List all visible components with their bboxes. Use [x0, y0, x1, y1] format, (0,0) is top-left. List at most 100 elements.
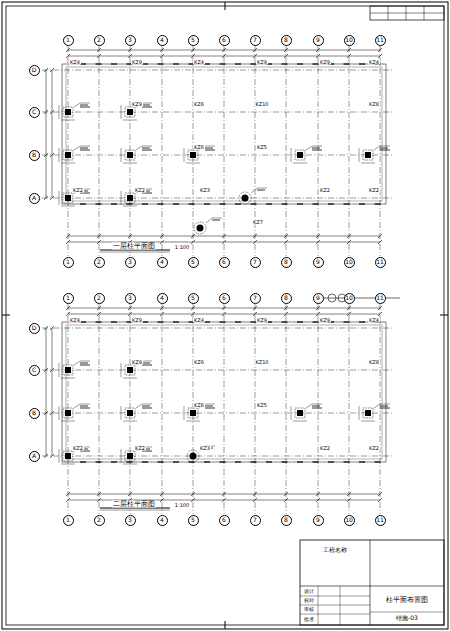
axis-number: 1	[66, 37, 70, 43]
axis-bubble: 8	[281, 35, 292, 46]
axis-bubble: 9	[313, 257, 324, 268]
axis-bubble: 1	[63, 293, 74, 304]
axis-number: 10	[345, 517, 353, 523]
axis-bubble: 10	[344, 257, 355, 268]
axis-bubble: A	[29, 451, 40, 462]
axis-bubble: 4	[157, 293, 168, 304]
plan-title: 一层柱平面图	[112, 243, 156, 250]
axis-bubble: 9	[313, 35, 324, 46]
axis-bubble: 2	[94, 515, 105, 526]
axis-bubble: 5	[188, 35, 199, 46]
axis-number: A	[32, 195, 36, 201]
axis-bubble: C	[29, 365, 40, 376]
axis-number: 4	[160, 259, 164, 265]
axis-bubble: 7	[250, 257, 261, 268]
axis-bubble: 5	[188, 257, 199, 268]
column-tag: KZ2	[72, 188, 84, 193]
column-tag: KZ3	[199, 446, 211, 451]
drawing-name: 柱平面布置图	[385, 597, 429, 604]
axis-number: 8	[284, 295, 288, 301]
column-tag: KZ10	[254, 102, 269, 107]
axis-bubble: 9	[313, 293, 324, 304]
axis-bubble: 2	[94, 257, 105, 268]
column-tag: KZ6	[193, 360, 205, 365]
column-tag: KZ8	[368, 102, 380, 107]
axis-bubble: 6	[219, 257, 230, 268]
column-tag: KZ2	[134, 188, 146, 193]
axis-number: B	[32, 152, 36, 158]
axis-bubble: B	[29, 150, 40, 161]
title-block-text: 批准	[303, 617, 315, 622]
column-tag: KZ6	[193, 403, 205, 408]
axis-bubble: 8	[281, 257, 292, 268]
column-tag: KZ4	[368, 318, 380, 323]
column-tag: KZ8	[368, 360, 380, 365]
axis-number: 1	[66, 259, 70, 265]
axis-bubble: 7	[250, 35, 261, 46]
axis-bubble: 6	[219, 515, 230, 526]
axis-number: 11	[376, 259, 384, 265]
axis-bubble: 5	[188, 515, 199, 526]
column-tag: KZ4	[193, 318, 205, 323]
column-tag: KZ9	[256, 318, 268, 323]
axis-bubble: 1	[63, 257, 74, 268]
axis-bubble: 7	[250, 515, 261, 526]
column-tag: KZ4	[69, 318, 81, 323]
axis-number: D	[32, 67, 37, 73]
column-tag: KZ3	[199, 188, 211, 193]
axis-number: 6	[222, 259, 226, 265]
axis-bubble: 10	[344, 515, 355, 526]
axis-bubble: 11	[375, 293, 386, 304]
axis-bubble: 1	[63, 515, 74, 526]
drawing-number: 结施-03	[395, 615, 419, 621]
column-tag: KZ9	[256, 60, 268, 65]
axis-number: C	[32, 367, 36, 373]
axis-bubble: A	[29, 193, 40, 204]
axis-number: 11	[376, 295, 384, 301]
axis-number: 2	[97, 517, 101, 523]
axis-bubble: 9	[313, 515, 324, 526]
axis-number: 6	[222, 517, 226, 523]
column-tag: KZ4	[368, 60, 380, 65]
axis-number: 8	[284, 517, 288, 523]
axis-number: 7	[253, 517, 257, 523]
axis-number: 7	[253, 295, 257, 301]
column-tag: KZ5	[256, 145, 268, 150]
axis-number: 11	[376, 37, 384, 43]
axis-bubble: 4	[157, 257, 168, 268]
title-block-text: 审核	[303, 607, 315, 612]
axis-bubble: 3	[125, 293, 136, 304]
axis-number: 6	[222, 37, 226, 43]
axis-number: 4	[160, 517, 164, 523]
axis-bubble: B	[29, 408, 40, 419]
axis-number: 4	[160, 295, 164, 301]
axis-number: 8	[284, 259, 288, 265]
axis-bubble: 2	[94, 35, 105, 46]
axis-number: 2	[97, 259, 101, 265]
axis-number: 3	[128, 517, 132, 523]
column-tag: KZ2	[319, 188, 331, 193]
axis-bubble: 3	[125, 257, 136, 268]
column-tag: KZ9	[131, 360, 143, 365]
axis-number: 10	[345, 295, 353, 301]
axis-number: 9	[316, 37, 320, 43]
column-tag: KZ4	[69, 60, 81, 65]
axis-number: 10	[345, 259, 353, 265]
axis-number: 3	[128, 259, 132, 265]
axis-number: 3	[128, 37, 132, 43]
axis-number: B	[32, 410, 36, 416]
column-tag: KZ2	[368, 446, 380, 451]
scale-note: 1:100	[174, 503, 190, 508]
axis-number: 3	[128, 295, 132, 301]
axis-number: C	[32, 109, 36, 115]
axis-bubble: 7	[250, 293, 261, 304]
axis-bubble: 3	[125, 515, 136, 526]
axis-number: 9	[316, 295, 320, 301]
axis-bubble: C	[29, 107, 40, 118]
scale-note: 1:100	[174, 245, 190, 250]
column-tag: KZ6	[193, 102, 205, 107]
column-tag: KZ9	[319, 318, 331, 323]
column-tag: KZ9	[131, 60, 143, 65]
